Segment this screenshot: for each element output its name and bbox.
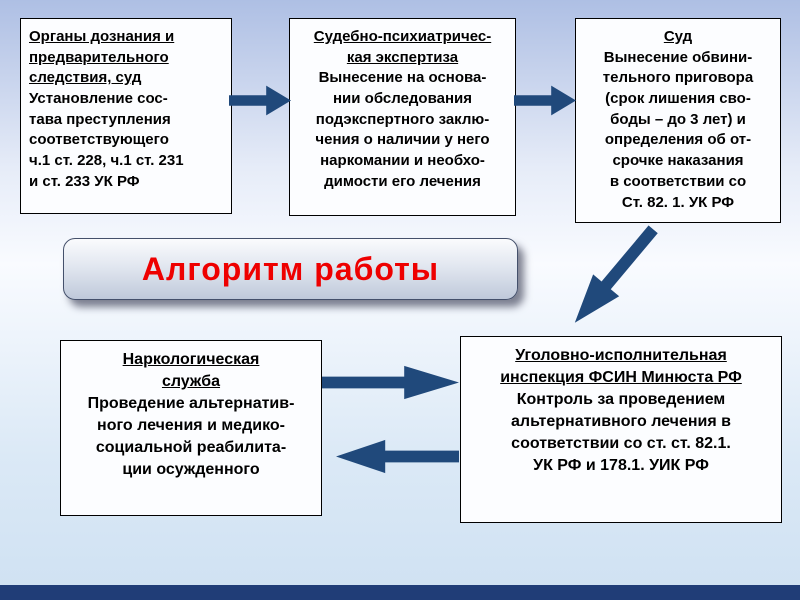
box-psychiatric-expertise: Судебно-психиатричес- кая экспертиза Вын… (289, 18, 516, 216)
box-body: Проведение альтернатив- ного лечения и м… (87, 395, 295, 479)
box-body: Вынесение на основа- нии обследования по… (315, 69, 490, 190)
box-body: Установление сос- тава преступления соот… (29, 90, 184, 190)
box-body: Вынесение обвини- тельного приговора (ср… (602, 48, 754, 211)
box-penal-inspection: Уголовно-исполнительная инспекция ФСИН М… (460, 336, 782, 523)
title-banner: Алгоритм работы (63, 238, 518, 300)
box-body: Контроль за проведением альтернативного … (511, 391, 731, 475)
arrow-right-icon (322, 363, 459, 402)
box-title: Органы дознания и предварительного следс… (29, 28, 175, 87)
box-title: Судебно-психиатричес- кая экспертиза (313, 28, 492, 66)
box-title: Уголовно-исполнительная инспекция ФСИН М… (500, 347, 742, 387)
box-title: Суд (663, 28, 693, 45)
arrow-right-icon (514, 83, 576, 118)
box-narcology-service: Наркологическая служба Проведение альтер… (60, 340, 322, 516)
box-investigation-authorities: Органы дознания и предварительного следс… (20, 18, 232, 214)
arrow-left-icon (336, 437, 459, 476)
banner-label: Алгоритм работы (141, 250, 440, 287)
arrow-diagonal-down-left-icon (559, 216, 668, 335)
arrow-right-icon (229, 83, 291, 118)
box-title: Наркологическая служба (122, 351, 260, 391)
bottom-bar (0, 585, 800, 600)
box-court: Суд Вынесение обвини- тельного приговора… (575, 18, 781, 223)
